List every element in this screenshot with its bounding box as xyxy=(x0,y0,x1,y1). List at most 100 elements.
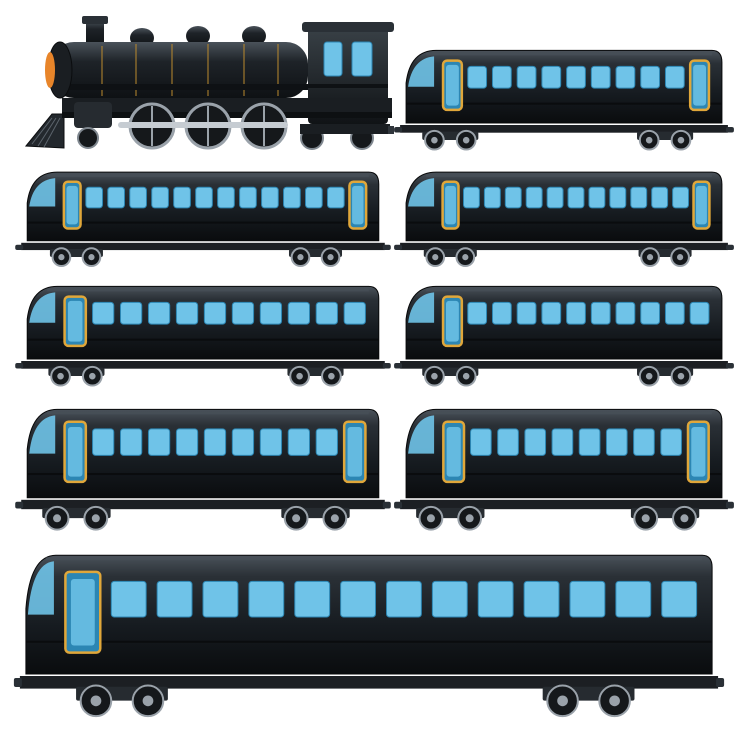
windshield xyxy=(29,178,56,207)
window xyxy=(633,428,655,456)
window xyxy=(175,428,199,456)
window xyxy=(541,301,562,325)
window xyxy=(107,186,125,209)
window xyxy=(524,428,547,456)
windshield xyxy=(408,178,435,207)
passenger-car-8 xyxy=(4,548,734,728)
window xyxy=(651,186,669,209)
chassis xyxy=(400,361,728,369)
window xyxy=(151,186,169,209)
window xyxy=(491,301,512,325)
window xyxy=(590,65,611,89)
window xyxy=(590,301,611,325)
window xyxy=(92,428,115,456)
window xyxy=(231,428,255,456)
window xyxy=(615,65,636,89)
windshield xyxy=(27,561,54,615)
window xyxy=(689,301,710,325)
window xyxy=(664,301,685,325)
window xyxy=(248,580,285,618)
window xyxy=(491,65,512,89)
chassis xyxy=(400,125,728,133)
windshield xyxy=(408,415,435,454)
coupler xyxy=(382,244,391,250)
window xyxy=(119,428,143,456)
passenger-car-icon xyxy=(394,49,734,151)
window xyxy=(640,301,661,325)
window xyxy=(660,428,682,456)
window xyxy=(203,301,227,325)
window xyxy=(261,186,279,209)
chassis xyxy=(19,676,719,689)
window xyxy=(156,580,193,618)
window xyxy=(315,428,338,456)
chassis xyxy=(400,499,728,510)
coupler xyxy=(15,363,24,369)
window xyxy=(569,580,606,618)
coupler xyxy=(716,678,725,687)
chassis xyxy=(21,361,385,369)
window xyxy=(504,186,522,209)
coupler xyxy=(13,678,22,687)
window xyxy=(566,301,586,325)
window xyxy=(551,428,574,456)
passenger-car-icon xyxy=(15,285,391,387)
window xyxy=(239,186,257,209)
window xyxy=(497,428,519,456)
window xyxy=(92,301,115,325)
window xyxy=(283,186,301,209)
window xyxy=(315,301,338,325)
windshield xyxy=(408,292,435,323)
passenger-car-7 xyxy=(394,404,734,538)
window xyxy=(516,65,537,89)
window xyxy=(203,428,227,456)
coupler xyxy=(725,363,734,369)
window xyxy=(305,186,323,209)
passenger-car-3 xyxy=(394,168,734,272)
window xyxy=(287,301,311,325)
coupler xyxy=(394,244,403,250)
window xyxy=(85,186,104,209)
window xyxy=(326,186,345,209)
window xyxy=(523,580,560,618)
window xyxy=(546,186,564,209)
window xyxy=(661,580,698,618)
window xyxy=(129,186,147,209)
window xyxy=(259,301,283,325)
window xyxy=(147,301,171,325)
coupler xyxy=(15,244,24,250)
window xyxy=(340,580,376,618)
window xyxy=(588,186,606,209)
window xyxy=(566,65,586,89)
window xyxy=(173,186,191,209)
window xyxy=(386,580,422,618)
chassis xyxy=(400,242,728,251)
window xyxy=(119,301,143,325)
window xyxy=(609,186,627,209)
window xyxy=(463,186,480,209)
coupler xyxy=(382,363,391,369)
window xyxy=(664,65,685,89)
passenger-car-2 xyxy=(15,168,391,272)
window xyxy=(259,428,283,456)
passenger-car-icon xyxy=(394,285,734,387)
window xyxy=(615,580,652,618)
window xyxy=(567,186,585,209)
passenger-car-6 xyxy=(15,404,391,538)
passenger-car-4 xyxy=(15,282,391,392)
passenger-car-5 xyxy=(394,282,734,392)
window xyxy=(615,301,636,325)
coupler xyxy=(725,501,734,509)
window xyxy=(231,301,255,325)
window xyxy=(605,428,628,456)
window xyxy=(516,301,537,325)
window xyxy=(470,428,492,456)
window xyxy=(477,580,514,618)
window xyxy=(467,301,488,325)
passenger-car-icon xyxy=(15,171,391,267)
chassis xyxy=(21,499,385,510)
window xyxy=(525,186,543,209)
window xyxy=(147,428,171,456)
passenger-car-icon xyxy=(15,408,391,531)
